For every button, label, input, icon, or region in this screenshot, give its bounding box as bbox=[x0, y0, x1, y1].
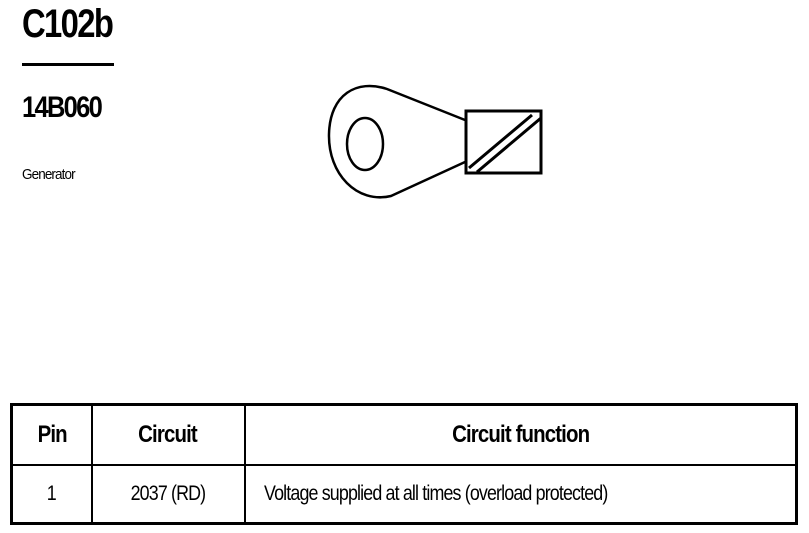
cell-pin: 1 bbox=[10, 464, 93, 525]
title-underline bbox=[22, 63, 114, 66]
wire-mark-1 bbox=[468, 113, 533, 170]
table-header-row: Pin Circuit Circuit function bbox=[10, 403, 798, 466]
part-number: 14B060 bbox=[22, 91, 103, 124]
component-name: Generator bbox=[22, 166, 76, 183]
table-row: 1 2037 (RD) Voltage supplied at all time… bbox=[10, 464, 798, 525]
header-circuit: Circuit bbox=[90, 403, 246, 466]
cell-circuit-function: Voltage supplied at all times (overload … bbox=[243, 464, 798, 525]
connector-id: C102b bbox=[22, 2, 114, 46]
pin-table: Pin Circuit Circuit function 1 2037 (RD)… bbox=[10, 403, 798, 525]
stud-hole bbox=[345, 116, 385, 172]
terminal-outline bbox=[327, 84, 466, 199]
cell-circuit: 2037 (RD) bbox=[90, 464, 246, 525]
crimp-barrel bbox=[464, 109, 543, 175]
wire-mark-2 bbox=[476, 116, 542, 174]
header-circuit-function: Circuit function bbox=[243, 403, 798, 466]
header-pin: Pin bbox=[10, 403, 93, 466]
ring-terminal-icon bbox=[327, 84, 543, 199]
